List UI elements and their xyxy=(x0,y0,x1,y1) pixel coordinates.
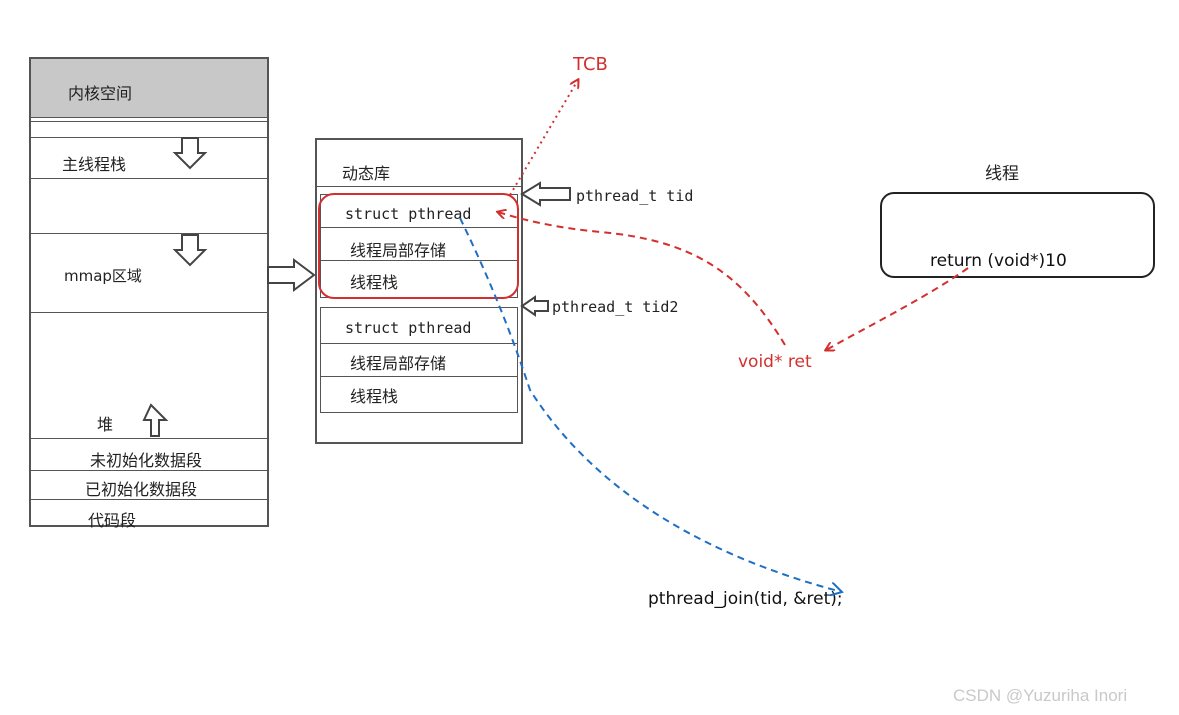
pthread-join-label: pthread_join(tid, &ret); xyxy=(648,589,843,609)
memory-layout xyxy=(29,57,269,527)
divider xyxy=(321,260,517,261)
divider xyxy=(31,312,267,313)
dynamic-library xyxy=(315,138,523,444)
divider xyxy=(31,178,267,179)
pthread-to-join-arrow xyxy=(459,217,842,592)
mmap-grow-down-arrow xyxy=(172,234,208,267)
divider xyxy=(317,186,521,187)
tls-1: 线程局部存储 xyxy=(350,241,447,260)
watermark: CSDN @Yuzuriha Inori xyxy=(953,686,1128,705)
return-to-ret-arrow xyxy=(826,267,969,350)
kernel-space-label: 内核空间 xyxy=(68,84,133,103)
divider xyxy=(321,227,517,228)
tcb-pointer-dotted xyxy=(509,80,578,196)
stack-grow-down-arrow-1 xyxy=(172,137,208,170)
thread-stack-2: 线程栈 xyxy=(350,387,399,406)
struct-pthread-1: struct pthread xyxy=(345,205,472,223)
divider xyxy=(31,499,267,500)
void-ret-label: void* ret xyxy=(738,352,812,372)
struct-pthread-2: struct pthread xyxy=(345,319,472,337)
mmap-region-label: mmap区域 xyxy=(64,267,142,285)
data-segment-label: 已初始化数据段 xyxy=(85,480,198,499)
dynamic-library-title: 动态库 xyxy=(342,164,391,183)
thread-box xyxy=(880,192,1155,278)
tid2-label: pthread_t tid2 xyxy=(552,298,679,316)
divider xyxy=(31,233,267,234)
tid-label: pthread_t tid xyxy=(576,187,694,205)
thread-return-code: return (void*)10 xyxy=(930,251,1067,271)
divider xyxy=(321,376,517,377)
tls-2: 线程局部存储 xyxy=(350,354,447,373)
thread-title: 线程 xyxy=(985,164,1019,184)
main-thread-stack-label: 主线程栈 xyxy=(62,155,127,174)
text-segment-label: 代码段 xyxy=(88,511,137,530)
tid2-pointer-arrow xyxy=(520,295,549,317)
bss-segment-label: 未初始化数据段 xyxy=(90,451,203,470)
heap-grow-up-arrow xyxy=(142,403,169,437)
divider xyxy=(31,438,267,439)
tid-pointer-arrow xyxy=(520,181,571,207)
tcb-label: TCB xyxy=(573,54,608,75)
ret-to-pthread-arrow xyxy=(498,212,786,346)
divider xyxy=(31,121,267,122)
divider xyxy=(31,137,267,138)
divider xyxy=(31,470,267,471)
kernel-space-region xyxy=(31,59,267,118)
tcb-highlight xyxy=(318,193,519,299)
mmap-to-dynlib-arrow xyxy=(267,258,316,292)
thread-stack-1: 线程栈 xyxy=(350,273,399,292)
divider xyxy=(321,343,517,344)
pthread-block-2 xyxy=(320,307,518,413)
heap-label: 堆 xyxy=(97,415,114,434)
